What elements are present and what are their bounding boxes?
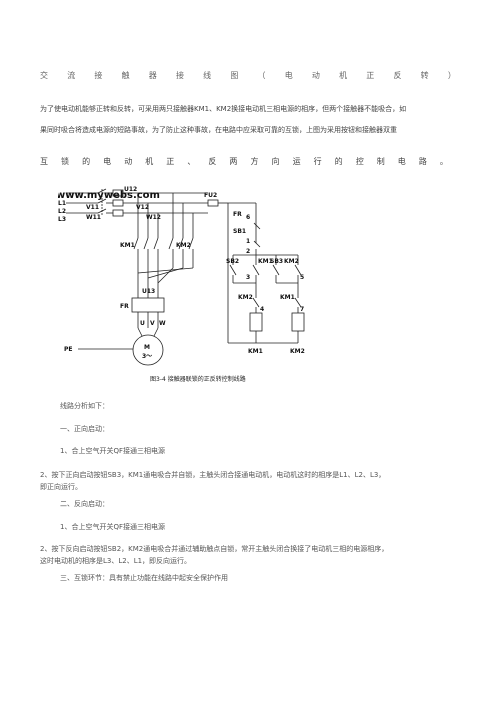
title-char: （	[257, 71, 266, 80]
intro-line-3-char: 锁	[61, 157, 70, 166]
label-w12: W12	[146, 214, 161, 221]
node-3: 3	[246, 274, 250, 281]
intro-line-3-char: 的	[334, 157, 343, 166]
label-motor: M	[144, 344, 150, 351]
forward-step-2-line-2: 即正向运行。	[40, 483, 82, 491]
label-u13: U13	[142, 288, 155, 295]
title-char: 接	[175, 71, 184, 80]
reverse-heading: 二、反向启动：	[60, 500, 109, 508]
circuit-diagram: www.mywebs.com L1 L2 L3 U12 V12 W12 V11 …	[58, 186, 305, 383]
forward-heading: 一、正向启动：	[60, 425, 109, 433]
title-char: 交	[40, 71, 48, 80]
label-sb1: SB1	[233, 228, 246, 235]
label-u: U	[140, 320, 145, 327]
intro-line-2: 果同时吸合将造成电源的短路事故，为了防止这种事故，在电路中应采取可靠的互锁，上图…	[40, 126, 397, 134]
intro-line-3-char: 制	[376, 157, 385, 166]
node-2: 2	[246, 248, 250, 255]
label-km2-main: KM2	[176, 242, 191, 249]
node-6: 6	[246, 214, 250, 221]
reverse-step-2-line-1: 2、按下反向启动按钮SB2，KM2通电吸合并通过辅助触点自锁，常开主触头闭合换接…	[40, 545, 389, 553]
watermark: www.mywebs.com	[58, 190, 160, 201]
label-v: V	[150, 320, 155, 327]
label-km2-interlock: KM2	[238, 294, 253, 301]
figure-caption: 图3-4 接触器联锁的正反转控制线路	[150, 375, 246, 383]
interlock-heading: 三、互锁环节：具有禁止功能在线路中起安全保护作用	[60, 574, 228, 582]
label-u12: U12	[124, 186, 137, 193]
title-char: 线	[203, 71, 212, 80]
label-v12: V12	[136, 204, 149, 211]
intro-line-3-char: 动	[124, 157, 133, 166]
intro-line-3-char: 。	[439, 157, 448, 166]
title-char: ）	[447, 71, 456, 80]
forward-step-1: 1、合上空气开关QF接通三相电源	[60, 447, 165, 455]
intro-line-3-char: 的	[82, 157, 91, 166]
analysis-heading: 线路分析如下：	[60, 402, 109, 410]
label-fu2: FU2	[204, 192, 217, 199]
label-km1-main: KM1	[120, 242, 135, 249]
title-char: 动	[311, 71, 320, 80]
title-char: 流	[67, 71, 76, 80]
title-char: 图	[230, 71, 239, 80]
title-char: 器	[148, 71, 157, 80]
label-motor-phase: 3～	[142, 353, 152, 360]
intro-line-3: 互 锁 的 电 动 机 正 、 反 两 方 向 运 行 的 控 制 电 路 。	[40, 156, 448, 167]
reverse-step-1: 1、合上空气开关QF接通三相电源	[60, 523, 165, 531]
label-pe: PE	[64, 346, 73, 353]
forward-step-2-line-1: 2、按下正向启动按钮SB3，KM1通电吸合并自锁，主触头闭合接通电动机，电动机这…	[40, 471, 386, 479]
title-char: 电	[284, 71, 293, 80]
label-w: W	[159, 320, 166, 327]
intro-line-1: 为了使电动机能够正转和反转，可采用两只接触器KM1、KM2换接电动机三相电源的相…	[40, 105, 407, 113]
node-5: 5	[300, 274, 304, 281]
intro-line-3-char: 运	[292, 157, 301, 166]
label-sb2: SB2	[226, 258, 239, 265]
label-km2-coil: KM2	[290, 348, 305, 355]
title-char: 反	[393, 71, 402, 80]
label-km2-ctrl: KM2	[284, 258, 299, 265]
intro-line-3-char: 电	[103, 157, 112, 166]
title-char: 转	[420, 71, 429, 80]
node-4: 4	[260, 306, 264, 313]
label-sb3: SB3	[270, 258, 283, 265]
reverse-step-2-line-2: 这时电动机的相序是L3、L2、L1，即反向运行。	[40, 557, 192, 565]
intro-line-3-char: 控	[355, 157, 364, 166]
label-fr-main: FR	[120, 303, 129, 310]
label-km1-ctrl: KM1	[258, 258, 273, 265]
label-l1: L1	[58, 200, 66, 207]
label-km1-coil: KM1	[248, 348, 263, 355]
doc-title: 交 流 接 触 器 接 线 图 （ 电 动 机 正 反 转 ）	[40, 70, 456, 81]
node-7: 7	[300, 306, 304, 313]
label-fr-ctrl: FR	[233, 211, 242, 218]
node-1: 1	[246, 238, 250, 245]
title-char: 机	[339, 71, 348, 80]
label-km1-interlock: KM1	[280, 294, 295, 301]
intro-line-3-char: 向	[271, 157, 280, 166]
intro-line-3-char: 方	[250, 157, 259, 166]
intro-line-3-char: 路	[418, 157, 427, 166]
reverse-step-2: 2、按下反向启动按钮SB2，KM2通电吸合并通过辅助触点自锁，常开主触头闭合换接…	[40, 543, 460, 567]
forward-step-2: 2、按下正向启动按钮SB3，KM1通电吸合并自锁，主触头闭合接通电动机，电动机这…	[40, 469, 460, 493]
title-char: 正	[366, 71, 375, 80]
intro-line-3-char: 互	[40, 157, 48, 166]
intro-line-3-char: 、	[187, 157, 196, 166]
label-v11: V11	[86, 204, 99, 211]
label-l3: L3	[58, 216, 66, 223]
intro-line-3-char: 两	[229, 157, 238, 166]
intro-line-3-char: 行	[313, 157, 322, 166]
label-l2: L2	[58, 208, 66, 215]
intro-line-3-char: 电	[397, 157, 406, 166]
title-char: 接	[94, 71, 103, 80]
intro-line-3-char: 反	[208, 157, 217, 166]
intro-line-3-char: 机	[145, 157, 154, 166]
title-char: 触	[121, 71, 130, 80]
intro-line-3-char: 正	[166, 157, 175, 166]
label-w11: W11	[86, 214, 101, 221]
